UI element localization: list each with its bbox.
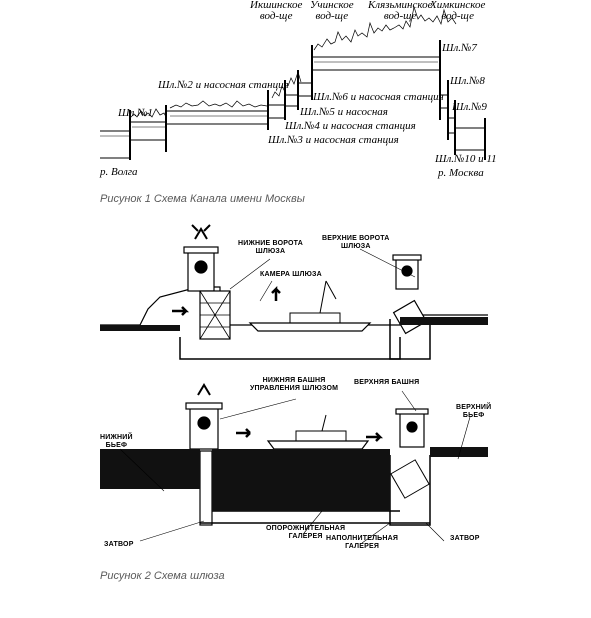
label-lower-pool: НИЖНИЙ БЬЕФ bbox=[100, 434, 133, 449]
figure-2-caption: Рисунок 2 Схема шлюза bbox=[100, 570, 225, 582]
label-lock-8: Шл.№8 bbox=[450, 75, 485, 87]
label-khimkinskoe: Химкинское вод-ще bbox=[430, 0, 486, 22]
label-valve-left: ЗАТВОР bbox=[104, 541, 134, 548]
label-ikshinskoe: Икшинское вод-ще bbox=[250, 0, 303, 22]
lock-scheme-diagram bbox=[100, 224, 488, 544]
label-lock-10-11: Шл.№10 и 11 bbox=[435, 153, 497, 165]
figure-2: НИЖНИЕ ВОРОТА ШЛЮЗА ВЕРХНИЕ ВОРОТА ШЛЮЗА… bbox=[100, 219, 492, 555]
label-chamber: КАМЕРА ШЛЮЗА bbox=[260, 271, 322, 278]
figure-1: Икшинское вод-ще Учинское вод-ще Клязьми… bbox=[100, 0, 497, 180]
label-lock-2: Шл.№2 и насосная станция bbox=[158, 79, 289, 91]
label-emptying-gallery: ОПОРОЖНИТЕЛЬНАЯ ГАЛЕРЕЯ bbox=[266, 525, 346, 540]
figure-1-caption: Рисунок 1 Схема Канала имени Москвы bbox=[100, 193, 305, 205]
label-lock-1: Шл.№1 bbox=[118, 107, 153, 119]
label-lock-5: Шл.№5 и насосная bbox=[300, 106, 388, 118]
label-lower-gates: НИЖНИЕ ВОРОТА ШЛЮЗА bbox=[238, 240, 303, 255]
label-upper-tower: ВЕРХНЯЯ БАШНЯ bbox=[354, 379, 420, 386]
label-valve-right: ЗАТВОР bbox=[450, 535, 480, 542]
label-lock-6: Шл.№6 и насосная станция bbox=[313, 91, 444, 103]
label-klyazminskoe: Клязьминское вод-ще bbox=[368, 0, 433, 22]
canal-profile-diagram bbox=[100, 5, 486, 160]
label-filling-gallery: НАПОЛНИТЕЛЬНАЯ ГАЛЕРЕЯ bbox=[326, 535, 399, 550]
label-lock-3: Шл.№3 и насосная станция bbox=[268, 134, 399, 146]
label-upper-gates: ВЕРХНИЕ ВОРОТА ШЛЮЗА bbox=[322, 235, 390, 250]
label-uchinskoe: Учинское вод-ще bbox=[310, 0, 354, 22]
label-lock-7: Шл.№7 bbox=[442, 42, 477, 54]
label-lower-tower: НИЖНЯЯ БАШНЯ УПРАВЛЕНИЯ ШЛЮЗОМ bbox=[250, 377, 339, 392]
label-upper-pool: ВЕРХНИЙ БЬЕФ bbox=[456, 404, 492, 419]
label-lock-9: Шл.№9 bbox=[452, 101, 487, 113]
label-moskva: р. Москва bbox=[438, 167, 484, 179]
label-lock-4: Шл.№4 и насосная станция bbox=[285, 120, 416, 132]
label-volga: р. Волга bbox=[100, 166, 138, 178]
